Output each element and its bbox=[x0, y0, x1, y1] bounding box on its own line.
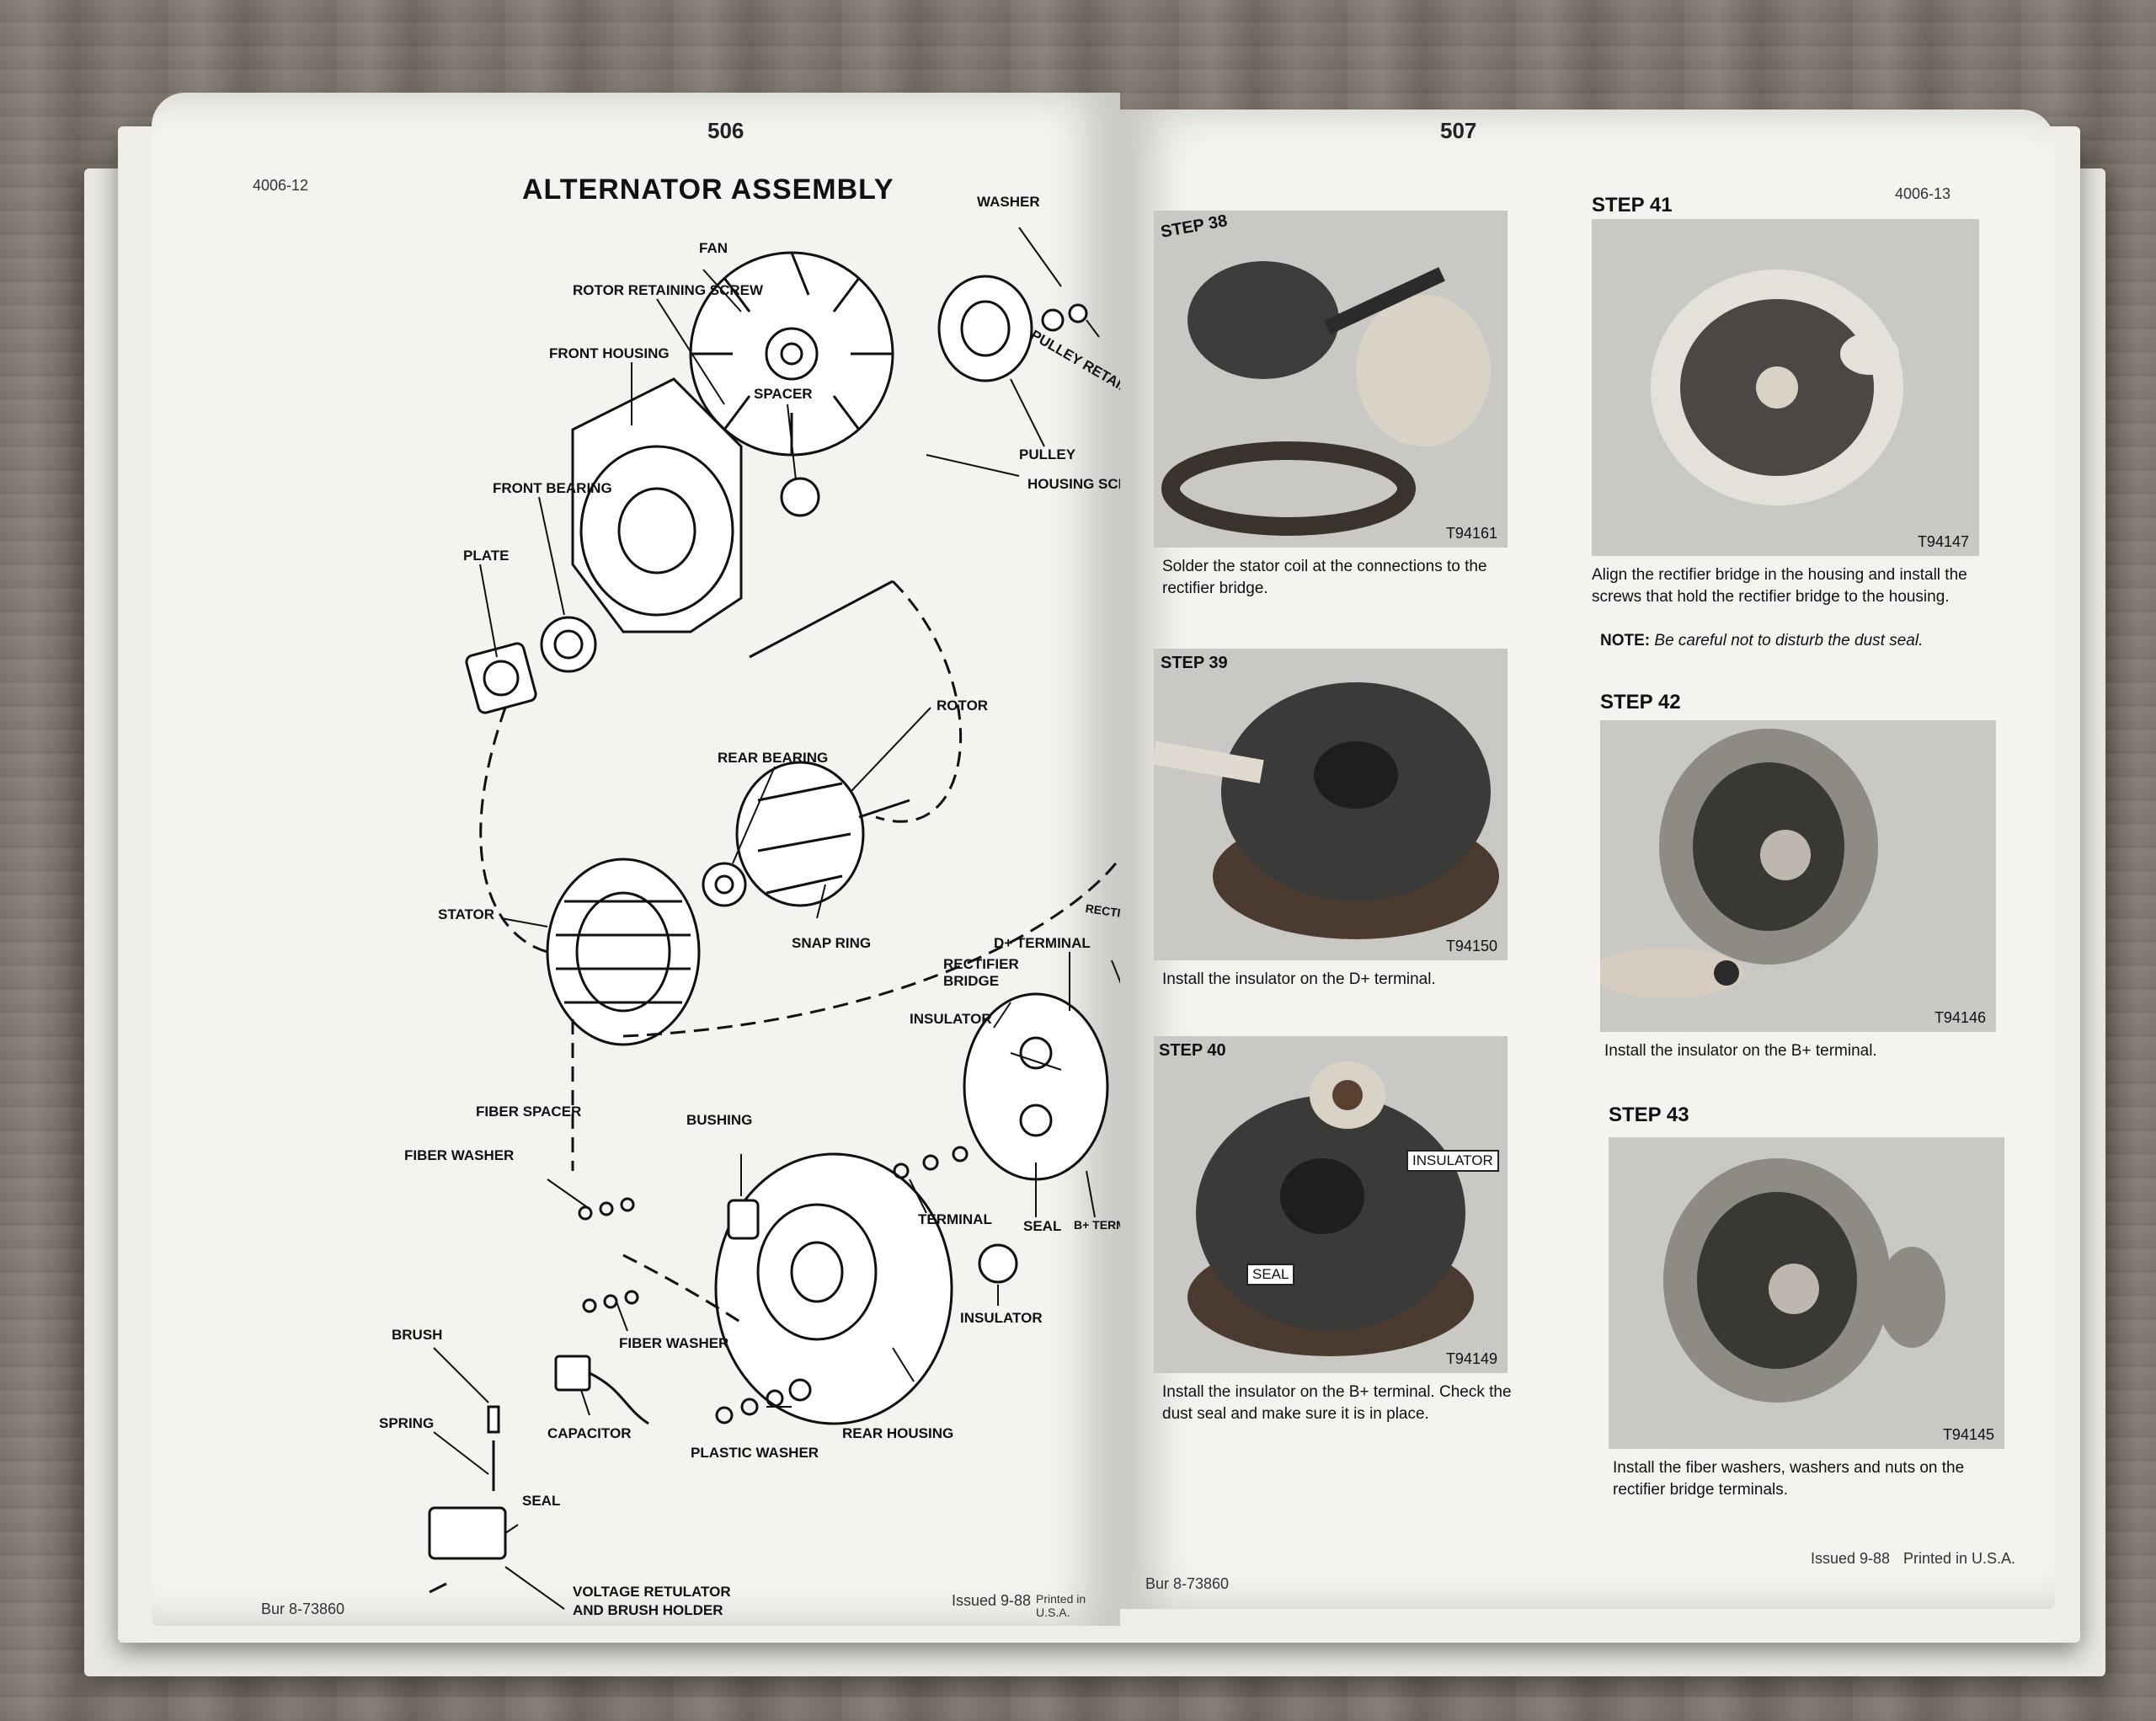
pulley-part bbox=[937, 275, 1088, 382]
label-seal-left: SEAL bbox=[522, 1493, 561, 1509]
page-title: ALTERNATOR ASSEMBLY bbox=[522, 174, 894, 206]
step-39-heading: STEP 39 bbox=[1161, 654, 1228, 672]
step-40-caption: Install the insulator on the B+ terminal… bbox=[1162, 1383, 1512, 1423]
step-39-code: T94150 bbox=[1445, 938, 1497, 954]
step-42-photo: T94146 bbox=[1600, 720, 1996, 1032]
label-pulley: PULLEY bbox=[1019, 446, 1076, 462]
label-bushing: BUSHING bbox=[686, 1112, 753, 1128]
step-40-code: T94149 bbox=[1445, 1350, 1497, 1367]
label-plastic-washer: PLASTIC WASHER bbox=[691, 1445, 819, 1461]
step-41-heading: STEP 41 bbox=[1592, 194, 1673, 216]
step-40-photo: STEP 40 INSULATOR SEAL T94149 bbox=[1154, 1036, 1508, 1373]
front-housing-part bbox=[571, 377, 743, 633]
label-b-terminal: B+ TERMINAL bbox=[1074, 1218, 1120, 1232]
label-spring: SPRING bbox=[379, 1415, 435, 1431]
label-brush: BRUSH bbox=[392, 1327, 443, 1343]
step-38-code: T94161 bbox=[1445, 525, 1497, 542]
left-page: 506 4006-12 ALTERNATOR ASSEMBLY bbox=[152, 93, 1120, 1626]
label-rectifier-bridge: RECTIFIER BRIDGE bbox=[943, 956, 1019, 989]
step-39-caption: Install the insulator on the D+ terminal… bbox=[1162, 970, 1436, 988]
callout-insulator: INSULATOR bbox=[1406, 1150, 1499, 1172]
step-41-note: NOTE: Be careful not to disturb the dust… bbox=[1600, 632, 1923, 650]
step-43-heading: STEP 43 bbox=[1609, 1104, 1689, 1126]
step-43-photo: T94145 bbox=[1609, 1137, 2004, 1449]
label-plate: PLATE bbox=[463, 548, 510, 564]
label-seal-right: SEAL bbox=[1023, 1218, 1062, 1234]
label-snap-ring: SNAP RING bbox=[792, 935, 872, 951]
step-41-caption: Align the rectifier bridge in the housin… bbox=[1592, 566, 1967, 606]
label-fan: FAN bbox=[699, 240, 728, 256]
label-capacitor: CAPACITOR bbox=[547, 1425, 632, 1441]
footer-printed: Printed in U.S.A. bbox=[1036, 1592, 1086, 1619]
label-voltage-regulator-line2: AND BRUSH HOLDER bbox=[573, 1602, 723, 1618]
label-fiber-spacer: FIBER SPACER bbox=[476, 1104, 582, 1120]
rotor-part bbox=[735, 761, 910, 907]
page-number: 506 bbox=[707, 118, 744, 143]
label-spacer: SPACER bbox=[754, 386, 813, 402]
doc-id: 4006-13 bbox=[1895, 185, 1951, 202]
label-insulator-top: INSULATOR bbox=[910, 1011, 992, 1027]
open-manual: 506 4006-12 ALTERNATOR ASSEMBLY bbox=[51, 67, 2122, 1676]
fan-part bbox=[689, 251, 894, 457]
callout-seal: SEAL bbox=[1246, 1264, 1295, 1285]
step-42-heading: STEP 42 bbox=[1600, 691, 1681, 714]
label-terminal: TERMINAL bbox=[918, 1211, 992, 1227]
step-41-code: T94147 bbox=[1917, 533, 1969, 550]
label-front-bearing: FRONT BEARING bbox=[493, 480, 612, 496]
label-rotor-retaining-screw: ROTOR RETAINING SCREW bbox=[573, 282, 764, 298]
footer-issued: Issued 9-88 bbox=[952, 1592, 1032, 1609]
exploded-diagram bbox=[428, 227, 1120, 1610]
label-washer: WASHER bbox=[977, 194, 1040, 210]
step-43-code: T94145 bbox=[1942, 1426, 1994, 1443]
label-rotor: ROTOR bbox=[937, 697, 989, 714]
footer-left: Bur 8-73860 bbox=[261, 1601, 345, 1617]
rear-housing-part bbox=[714, 1152, 953, 1425]
label-rear-bearing: REAR BEARING bbox=[718, 750, 829, 766]
label-d-terminal: D+ TERMINAL bbox=[994, 935, 1091, 951]
label-fiber-washer-1: FIBER WASHER bbox=[404, 1147, 515, 1163]
label-fiber-washer-2: FIBER WASHER bbox=[619, 1335, 729, 1351]
footer-left: Bur 8-73860 bbox=[1145, 1575, 1230, 1592]
step-39-photo: STEP 39 T94150 bbox=[1154, 649, 1508, 960]
note-text: Be careful not to disturb the dust seal. bbox=[1654, 632, 1924, 649]
footer-issued: Issued 9-88 bbox=[1811, 1550, 1891, 1567]
doc-id: 4006-12 bbox=[253, 177, 309, 194]
step-40-heading: STEP 40 bbox=[1159, 1041, 1226, 1060]
page-number: 507 bbox=[1440, 118, 1477, 143]
label-housing-screw: HOUSING SCREW bbox=[1027, 476, 1120, 492]
label-front-housing: FRONT HOUSING bbox=[549, 345, 670, 361]
step-38-caption: Solder the stator coil at the connection… bbox=[1162, 558, 1487, 597]
label-insulator-bottom: INSULATOR bbox=[960, 1310, 1043, 1326]
step-42-code: T94146 bbox=[1934, 1009, 1986, 1026]
step-43-caption: Install the fiber washers, washers and n… bbox=[1613, 1459, 1965, 1499]
label-voltage-regulator-line1: VOLTAGE RETULATOR bbox=[573, 1584, 731, 1600]
step-42-caption: Install the insulator on the B+ terminal… bbox=[1604, 1042, 1877, 1060]
label-rear-housing: REAR HOUSING bbox=[842, 1425, 954, 1441]
step-41-photo: T94147 bbox=[1592, 219, 1979, 556]
label-stator: STATOR bbox=[438, 906, 495, 922]
note-label: NOTE: bbox=[1600, 632, 1651, 649]
footer-printed: Printed in U.S.A. bbox=[1903, 1550, 2016, 1567]
stator-part bbox=[546, 858, 701, 1046]
right-page: 507 4006-13 STEP 38 T94161 Solder the st… bbox=[1120, 110, 2055, 1609]
step-38-photo: STEP 38 T94161 bbox=[1154, 211, 1508, 548]
